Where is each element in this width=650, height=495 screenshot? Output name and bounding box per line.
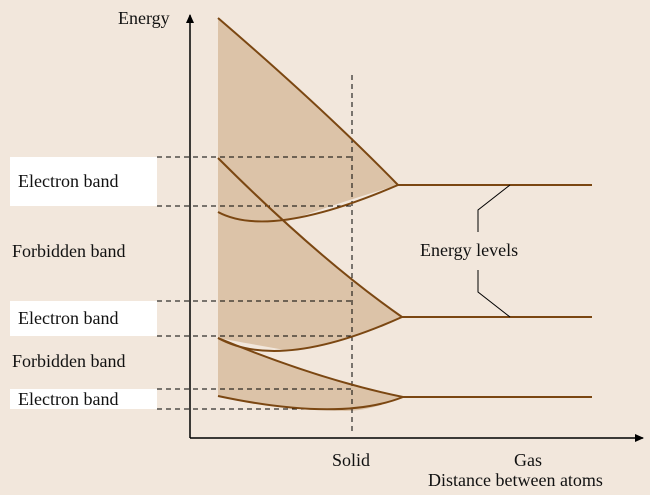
band-region-top: [218, 18, 398, 228]
electron-band-label-top: Electron band: [10, 157, 157, 206]
annotation-leader-top: [477, 184, 511, 232]
level-curve-3-upper: [217, 337, 404, 398]
level-curve-2-upper: [217, 157, 403, 318]
energy-levels-label: Energy levels: [420, 240, 519, 260]
level-curve-1-lower: [217, 184, 399, 223]
annotation-leader-bottom: [477, 270, 511, 318]
y-axis-label: Energy: [118, 8, 170, 28]
level-curve-1-upper: [217, 17, 399, 186]
x-axis-label: Distance between atoms: [428, 470, 603, 490]
electron-band-label-bottom: Electron band: [10, 389, 157, 409]
x-tick-gas: Gas: [514, 450, 542, 470]
forbidden-band-label-upper: Forbidden band: [12, 241, 126, 261]
forbidden-band-label-lower: Forbidden band: [12, 351, 126, 371]
band-region-middle: [218, 158, 402, 350]
x-tick-solid: Solid: [332, 450, 371, 470]
level-curve-3-lower: [217, 395, 404, 411]
electron-band-label-middle: Electron band: [10, 301, 157, 336]
